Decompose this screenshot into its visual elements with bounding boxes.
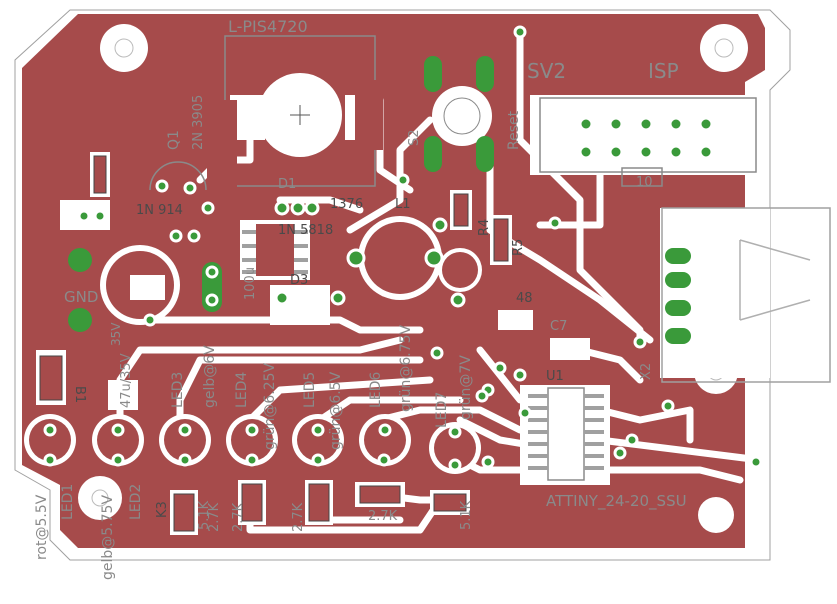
label-gruen4: grün@7V (458, 355, 474, 420)
label-q1-type: 2N 3905 (191, 95, 206, 150)
label-l1-value: 1376 (330, 197, 363, 212)
label-r27k-4: 2.7K (207, 502, 222, 532)
label-r5k: 5.1K (197, 500, 212, 530)
vias (43, 25, 763, 472)
label-gruen2: grün@6.5V (328, 371, 344, 450)
label-reset: Reset (506, 110, 522, 150)
label-35v: 35V (109, 322, 123, 346)
label-k3: K3 (155, 501, 170, 518)
label-u1: U1 (546, 369, 564, 384)
label-led3: LED3 (170, 372, 186, 408)
label-r27k-3: 2.7K (368, 509, 398, 524)
isp-pins (578, 116, 714, 160)
usb-clearance (660, 208, 770, 378)
label-gnd: GND (64, 288, 98, 306)
led-rings (24, 414, 481, 474)
label-rot: rot@5.5V (34, 494, 50, 560)
label-d1-type: 1N 5818 (278, 223, 333, 238)
label-r4: R4 (477, 219, 492, 236)
reset-switch (432, 86, 492, 146)
label-led4: LED4 (234, 372, 250, 408)
label-ic: ATTINY_24-20_SSU (546, 492, 687, 511)
label-d1: D1 (278, 177, 296, 192)
silkscreen-labels: L-PIS4720 Q1 2N 3905 D1 1N 5818 L1 1376 … (34, 17, 687, 580)
label-d2-type: 1N 914 (136, 203, 183, 218)
label-cap47: 47u/35V (119, 353, 134, 408)
mounting-holes (78, 24, 748, 533)
label-inductor: L-PIS4720 (228, 17, 308, 36)
label-b1: B1 (72, 386, 87, 403)
label-isp-pin10: 10 (636, 175, 653, 190)
label-gelb1: gelb@5.75V (100, 495, 116, 580)
label-q1: Q1 (166, 130, 182, 150)
label-x2: X2 (639, 363, 654, 380)
label-c100u: 100u (243, 267, 258, 300)
label-l1: L1 (395, 197, 411, 212)
label-d3: D3 (290, 273, 308, 288)
label-c7: C7 (550, 319, 567, 334)
label-isp: ISP (648, 59, 679, 83)
ic-pins (528, 394, 604, 470)
label-r48: 48 (516, 291, 533, 306)
label-led7: LED7 (434, 392, 450, 428)
label-s2: S2 (407, 129, 422, 146)
label-r5: R5 (511, 239, 526, 256)
label-gruen3: grün@6.75V (398, 324, 414, 412)
label-r27k-5: 5.1K (459, 500, 474, 530)
usb-outline (661, 207, 831, 383)
label-led2: LED2 (128, 484, 144, 520)
label-gruen1: grün@6.25V (262, 362, 278, 450)
label-r27k-2: 2.7K (291, 502, 306, 532)
label-gelb2: gelb@6V (202, 345, 218, 408)
label-led5: LED5 (302, 372, 318, 408)
label-sv2: SV2 (527, 59, 566, 83)
label-led1: LED1 (60, 484, 76, 520)
through-hole-pads (68, 56, 691, 344)
label-r27k-1: 2.7K (231, 502, 246, 532)
isp-clearance (530, 95, 760, 175)
isp-outline (539, 97, 757, 173)
label-led6: LED6 (368, 372, 384, 408)
